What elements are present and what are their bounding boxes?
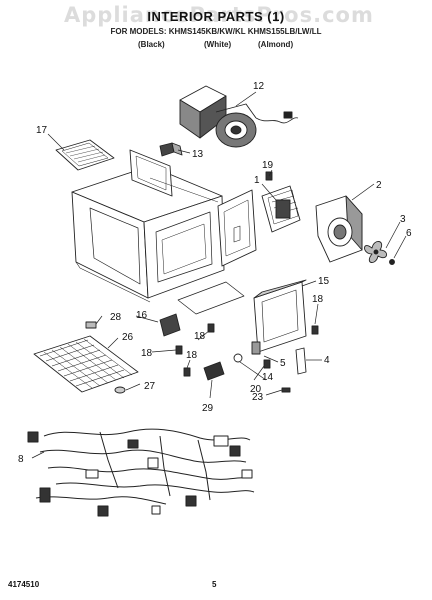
part-2-fan-shroud[interactable]: [315, 195, 363, 263]
callout-18-lower: 18: [186, 350, 198, 361]
part-17-wire-harness[interactable]: [27, 428, 255, 517]
part-14-switch[interactable]: [233, 341, 261, 363]
part-6-nut[interactable]: [389, 259, 395, 265]
part-4-latch[interactable]: [295, 347, 307, 375]
part-3-fan-blade[interactable]: [364, 241, 387, 263]
callout-2: 2: [376, 180, 382, 191]
watermark: AppliancePartsPros.com: [64, 3, 374, 27]
part-23-screw[interactable]: [281, 387, 291, 393]
callout-8: 12: [253, 81, 265, 92]
part-20-screw[interactable]: [263, 359, 271, 369]
part-18-screw-b[interactable]: [207, 323, 215, 333]
part-28-screw[interactable]: [85, 321, 97, 329]
callout-18-left: 18: [141, 348, 153, 359]
part-13-panel[interactable]: [253, 279, 307, 353]
callout-16: 17: [36, 125, 48, 136]
callout-12: 13: [192, 149, 204, 160]
part-16-filter[interactable]: [55, 139, 115, 171]
callout-3: 3: [400, 214, 406, 225]
callout-18-right: 18: [312, 294, 324, 305]
callout-15: 16: [136, 310, 148, 321]
color-label-almond: (Almond): [258, 40, 294, 49]
callout-19: 19: [262, 160, 274, 171]
part-12-switch[interactable]: [159, 142, 183, 157]
callout-4: 4: [324, 355, 330, 366]
diagram-title: INTERIOR PARTS (1): [147, 9, 285, 24]
part-15-bracket[interactable]: [159, 313, 181, 337]
callout-13: 15: [318, 276, 330, 287]
callout-6: 6: [406, 228, 412, 239]
part-8-blower-motor[interactable]: [179, 85, 299, 148]
callout-1: 1: [254, 175, 260, 186]
callout-labels: 12 17 13 19 1 2 3 6 15 18 28 16 26 18 18…: [18, 81, 412, 465]
part-1-bracket[interactable]: [261, 185, 301, 233]
color-label-black: (Black): [138, 40, 165, 49]
callout-23: 23: [252, 392, 264, 403]
part-18-screw-d[interactable]: [311, 325, 319, 335]
document-number: 4174510: [8, 580, 40, 589]
part-29-relay[interactable]: [203, 361, 225, 381]
callout-17: 8: [18, 454, 24, 465]
leader-lines: [31, 91, 407, 459]
part-18-screw-c[interactable]: [183, 367, 191, 377]
callout-26: 26: [122, 332, 134, 343]
callout-20: 20: [250, 384, 262, 395]
main-cavity-housing: [71, 149, 257, 315]
callout-14: 14: [262, 372, 274, 383]
callout-29: 29: [202, 403, 214, 414]
part-18-screw-a[interactable]: [175, 345, 183, 355]
part-26-rack[interactable]: [33, 335, 139, 393]
callout-28: 28: [110, 312, 122, 323]
color-label-white: (White): [204, 40, 232, 49]
callout-5: 5: [280, 358, 286, 369]
callout-27: 27: [144, 381, 156, 392]
model-numbers: FOR MODELS: KHMS145KB/KW/KL KHMS155LB/LW…: [110, 27, 322, 36]
callout-18-center: 18: [194, 331, 206, 342]
part-27-foot[interactable]: [114, 386, 126, 394]
page-number: 5: [212, 580, 217, 589]
